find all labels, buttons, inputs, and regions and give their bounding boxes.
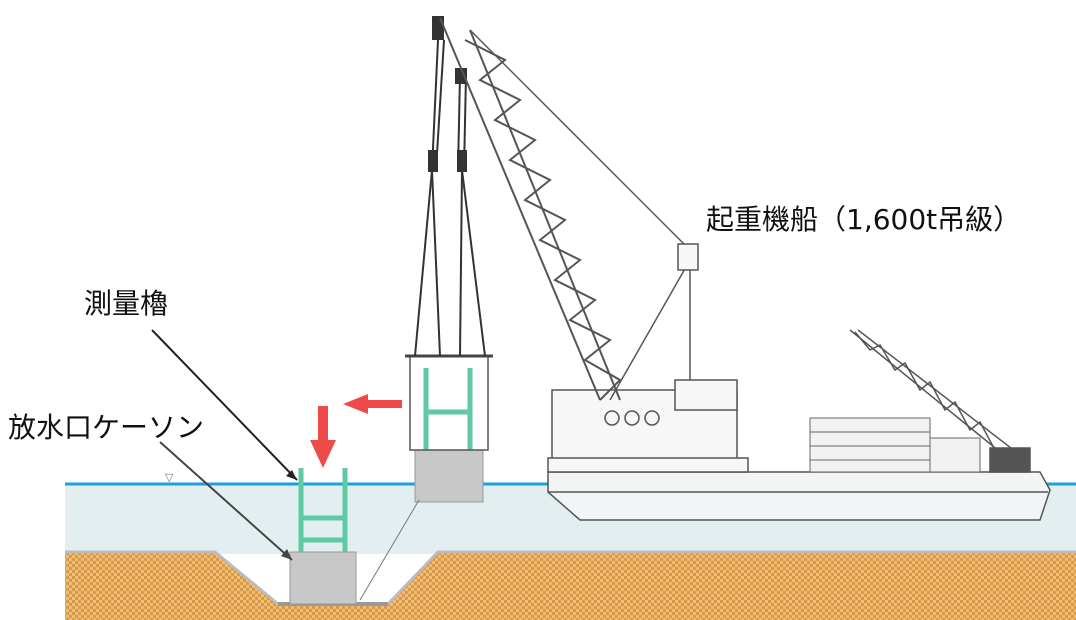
lifting-frame (409, 355, 489, 451)
survey-tower-suspended (423, 368, 473, 450)
label-crane-ship: 起重機船（1,600t吊級） (706, 203, 1022, 236)
crane-ship-hull (547, 471, 1051, 521)
auxiliary-crane (849, 329, 1031, 473)
seabed (65, 552, 1076, 620)
survey-tower-installed (298, 468, 348, 552)
leader-survey-tower (151, 329, 298, 481)
red-arrow-left-icon (343, 394, 402, 414)
crane-pendants (469, 29, 699, 401)
caisson-suspended (414, 449, 484, 503)
hook-blocks (428, 16, 467, 172)
caisson-installed (289, 551, 357, 605)
label-caisson: 放水口ケーソン (8, 411, 205, 444)
crane-house (547, 379, 749, 473)
label-survey-tower: 測量櫓 (84, 287, 169, 320)
red-arrow-down-icon (310, 406, 336, 468)
main-lattice-boom (439, 17, 622, 401)
deck-machinery (809, 417, 981, 473)
water-level-mark-icon: ▽ (165, 471, 174, 484)
leader-caisson (159, 441, 293, 561)
lifting-slings (414, 39, 486, 357)
